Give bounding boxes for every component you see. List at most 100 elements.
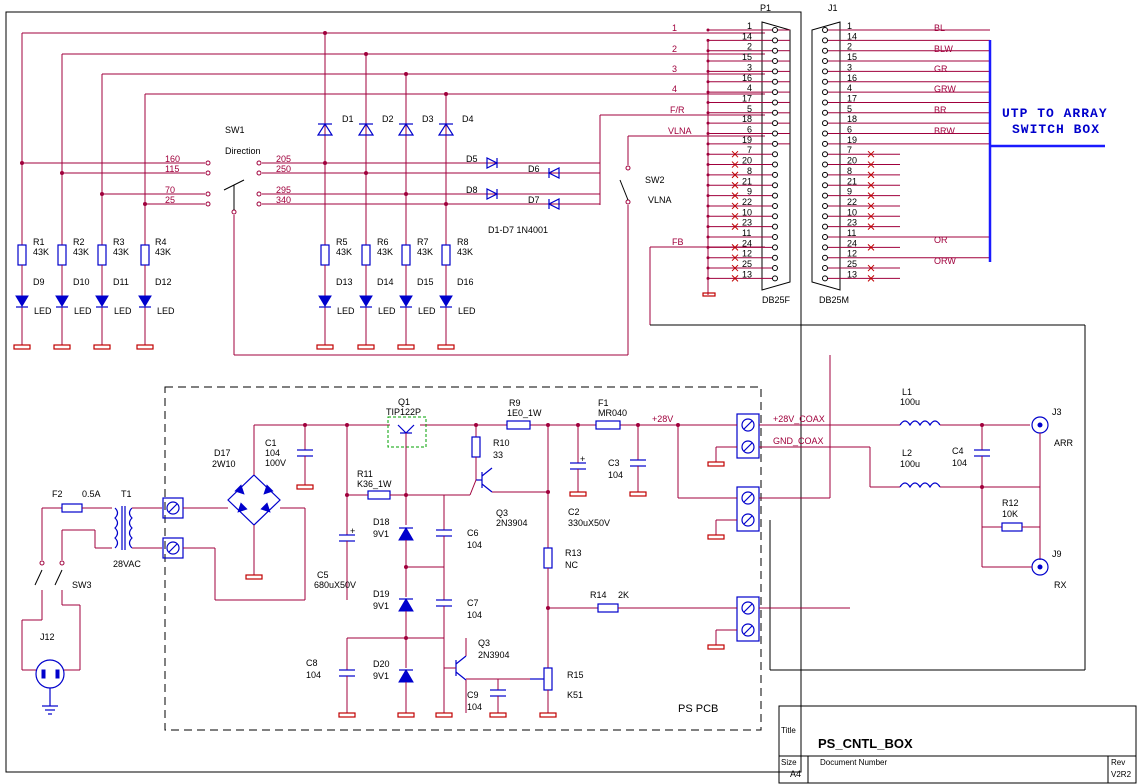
p1-pin-1: 1 (747, 21, 752, 31)
c3-ref: C3 (608, 458, 620, 468)
signal-bus (20, 31, 1086, 671)
led-d9 (15, 295, 29, 308)
p1-pin-2: 2 (747, 42, 752, 52)
diode-d1 (316, 122, 334, 136)
c8-ref: C8 (306, 658, 318, 668)
d20-val: 9V1 (373, 671, 389, 681)
p1-pin-20: 20 (742, 156, 752, 166)
c2-ref: C2 (568, 507, 580, 517)
signal-label-3: 3 (672, 64, 677, 74)
sw1-name: Direction (225, 146, 261, 156)
r14-val: 2K (618, 590, 629, 600)
sw1-pos-70: 70 (165, 185, 175, 195)
led-d11-ref: D11 (113, 277, 129, 287)
led-d13-ref: D13 (336, 277, 353, 287)
p1-nc-mark (731, 212, 739, 220)
j1-pin-5: 5 (847, 104, 852, 114)
j1-pin-10: 10 (847, 207, 857, 217)
j1-nc-mark (867, 202, 875, 210)
j1-pin-4: 4 (847, 83, 852, 93)
c7-ref: C7 (467, 598, 479, 608)
j1-pin-13: 13 (847, 269, 857, 279)
r13-val: NC (565, 560, 578, 570)
c2-val: 330uX50V (568, 518, 610, 528)
j1-nc-mark (867, 192, 875, 199)
j1-pin-21: 21 (847, 176, 857, 186)
cable-color-or: OR (934, 235, 948, 245)
l2-val: 100u (900, 459, 920, 469)
led-d9-ref: D9 (33, 277, 45, 287)
inductor-l2 (899, 482, 941, 489)
r9-ref: R9 (509, 398, 521, 408)
d17-ref: D17 (214, 448, 231, 458)
p1-pin-13: 13 (742, 269, 752, 279)
resistor-r4 (140, 244, 150, 266)
j1-nc-mark (867, 243, 875, 251)
r9-val: 1E0_1W (507, 408, 542, 418)
size-label: Size (781, 758, 797, 767)
feedback-network: R13 NC R14 2K R15 K51 Q3 2N3904 C9 104 (444, 547, 737, 718)
r3-val: 43K (113, 247, 129, 257)
led-d10 (55, 295, 69, 308)
cable-color-grw: GRW (934, 84, 956, 94)
cable-colors: BL BLW GR GRW BR BRW OR ORW (934, 23, 956, 266)
rev-label: Rev (1111, 758, 1125, 767)
led-label-3: LED (114, 306, 132, 316)
svg-text:+: + (580, 454, 585, 464)
cable-color-gr: GR (934, 64, 948, 74)
diode-d6-ref: D6 (528, 164, 540, 174)
diode-d8 (486, 188, 499, 200)
p1-pin-17: 17 (742, 93, 752, 103)
j9-ref: J9 (1052, 549, 1062, 559)
r7-ref: R7 (417, 237, 429, 247)
d20-ref: D20 (373, 659, 390, 669)
r12-ref: R12 (1002, 498, 1019, 508)
connector-j1: J1 DB25M 1142153164175186197208219221023… (811, 3, 990, 305)
sw1-pos-205: 205 (276, 154, 291, 164)
c6-val: 104 (467, 540, 482, 550)
resistor-r11: R11 K36_1W (345, 469, 392, 500)
diode-d7-ref: D7 (528, 195, 540, 205)
connector-p1: P1 DB25F 1142153164175186197208219221023… (702, 3, 791, 305)
f2-ref: F2 (52, 489, 63, 499)
p1-pin-25: 25 (742, 259, 752, 269)
sw2-vlna-switch: SW2 VLNA (619, 165, 672, 205)
r14-ref: R14 (590, 590, 607, 600)
r15-val: K51 (567, 690, 583, 700)
d18-ref: D18 (373, 517, 390, 527)
r12-val: 10K (1002, 509, 1018, 519)
p1-pin-16: 16 (742, 73, 752, 83)
r5-ref: R5 (336, 237, 348, 247)
p1-nc-mark (731, 181, 739, 189)
docnum-label: Document Number (820, 758, 887, 767)
p1-nc-mark (731, 264, 739, 272)
signal-label-1: 1 (672, 23, 677, 33)
c6-ref: C6 (467, 528, 479, 538)
leds: D9 D10 D11 D12 D13 D14 D15 D16 LED LED L… (13, 277, 476, 350)
sw2-name: VLNA (648, 195, 672, 205)
zener-string: D18 9V1 D19 9V1 D20 9V1 (347, 517, 444, 718)
p1-pin-15: 15 (742, 52, 752, 62)
c4-val: 104 (952, 458, 967, 468)
signal-label-fb: FB (672, 237, 684, 247)
diode-d4 (437, 122, 455, 136)
r11-val: K36_1W (357, 479, 392, 489)
j1-nc-mark (867, 161, 875, 168)
r1-val: 43K (33, 247, 49, 257)
p1-nc-mark (731, 202, 739, 210)
resistor-r14 (597, 603, 619, 613)
j1-nc-mark (867, 150, 875, 158)
resistor-r8 (441, 244, 451, 266)
cable-color-bl: BL (934, 23, 945, 33)
transistor-q1: Q1 TIP122P (386, 397, 427, 525)
r8-ref: R8 (457, 237, 469, 247)
j1-nc-mark (867, 223, 875, 231)
inductor-l1 (899, 420, 941, 427)
r15-ref: R15 (567, 670, 584, 680)
p1-pin-5: 5 (747, 104, 752, 114)
led-d14-ref: D14 (377, 277, 394, 287)
j1-pin-8: 8 (847, 166, 852, 176)
c4-ref: C4 (952, 446, 964, 456)
resistor-r12 (1001, 522, 1023, 532)
sw1-pos-25: 25 (165, 195, 175, 205)
